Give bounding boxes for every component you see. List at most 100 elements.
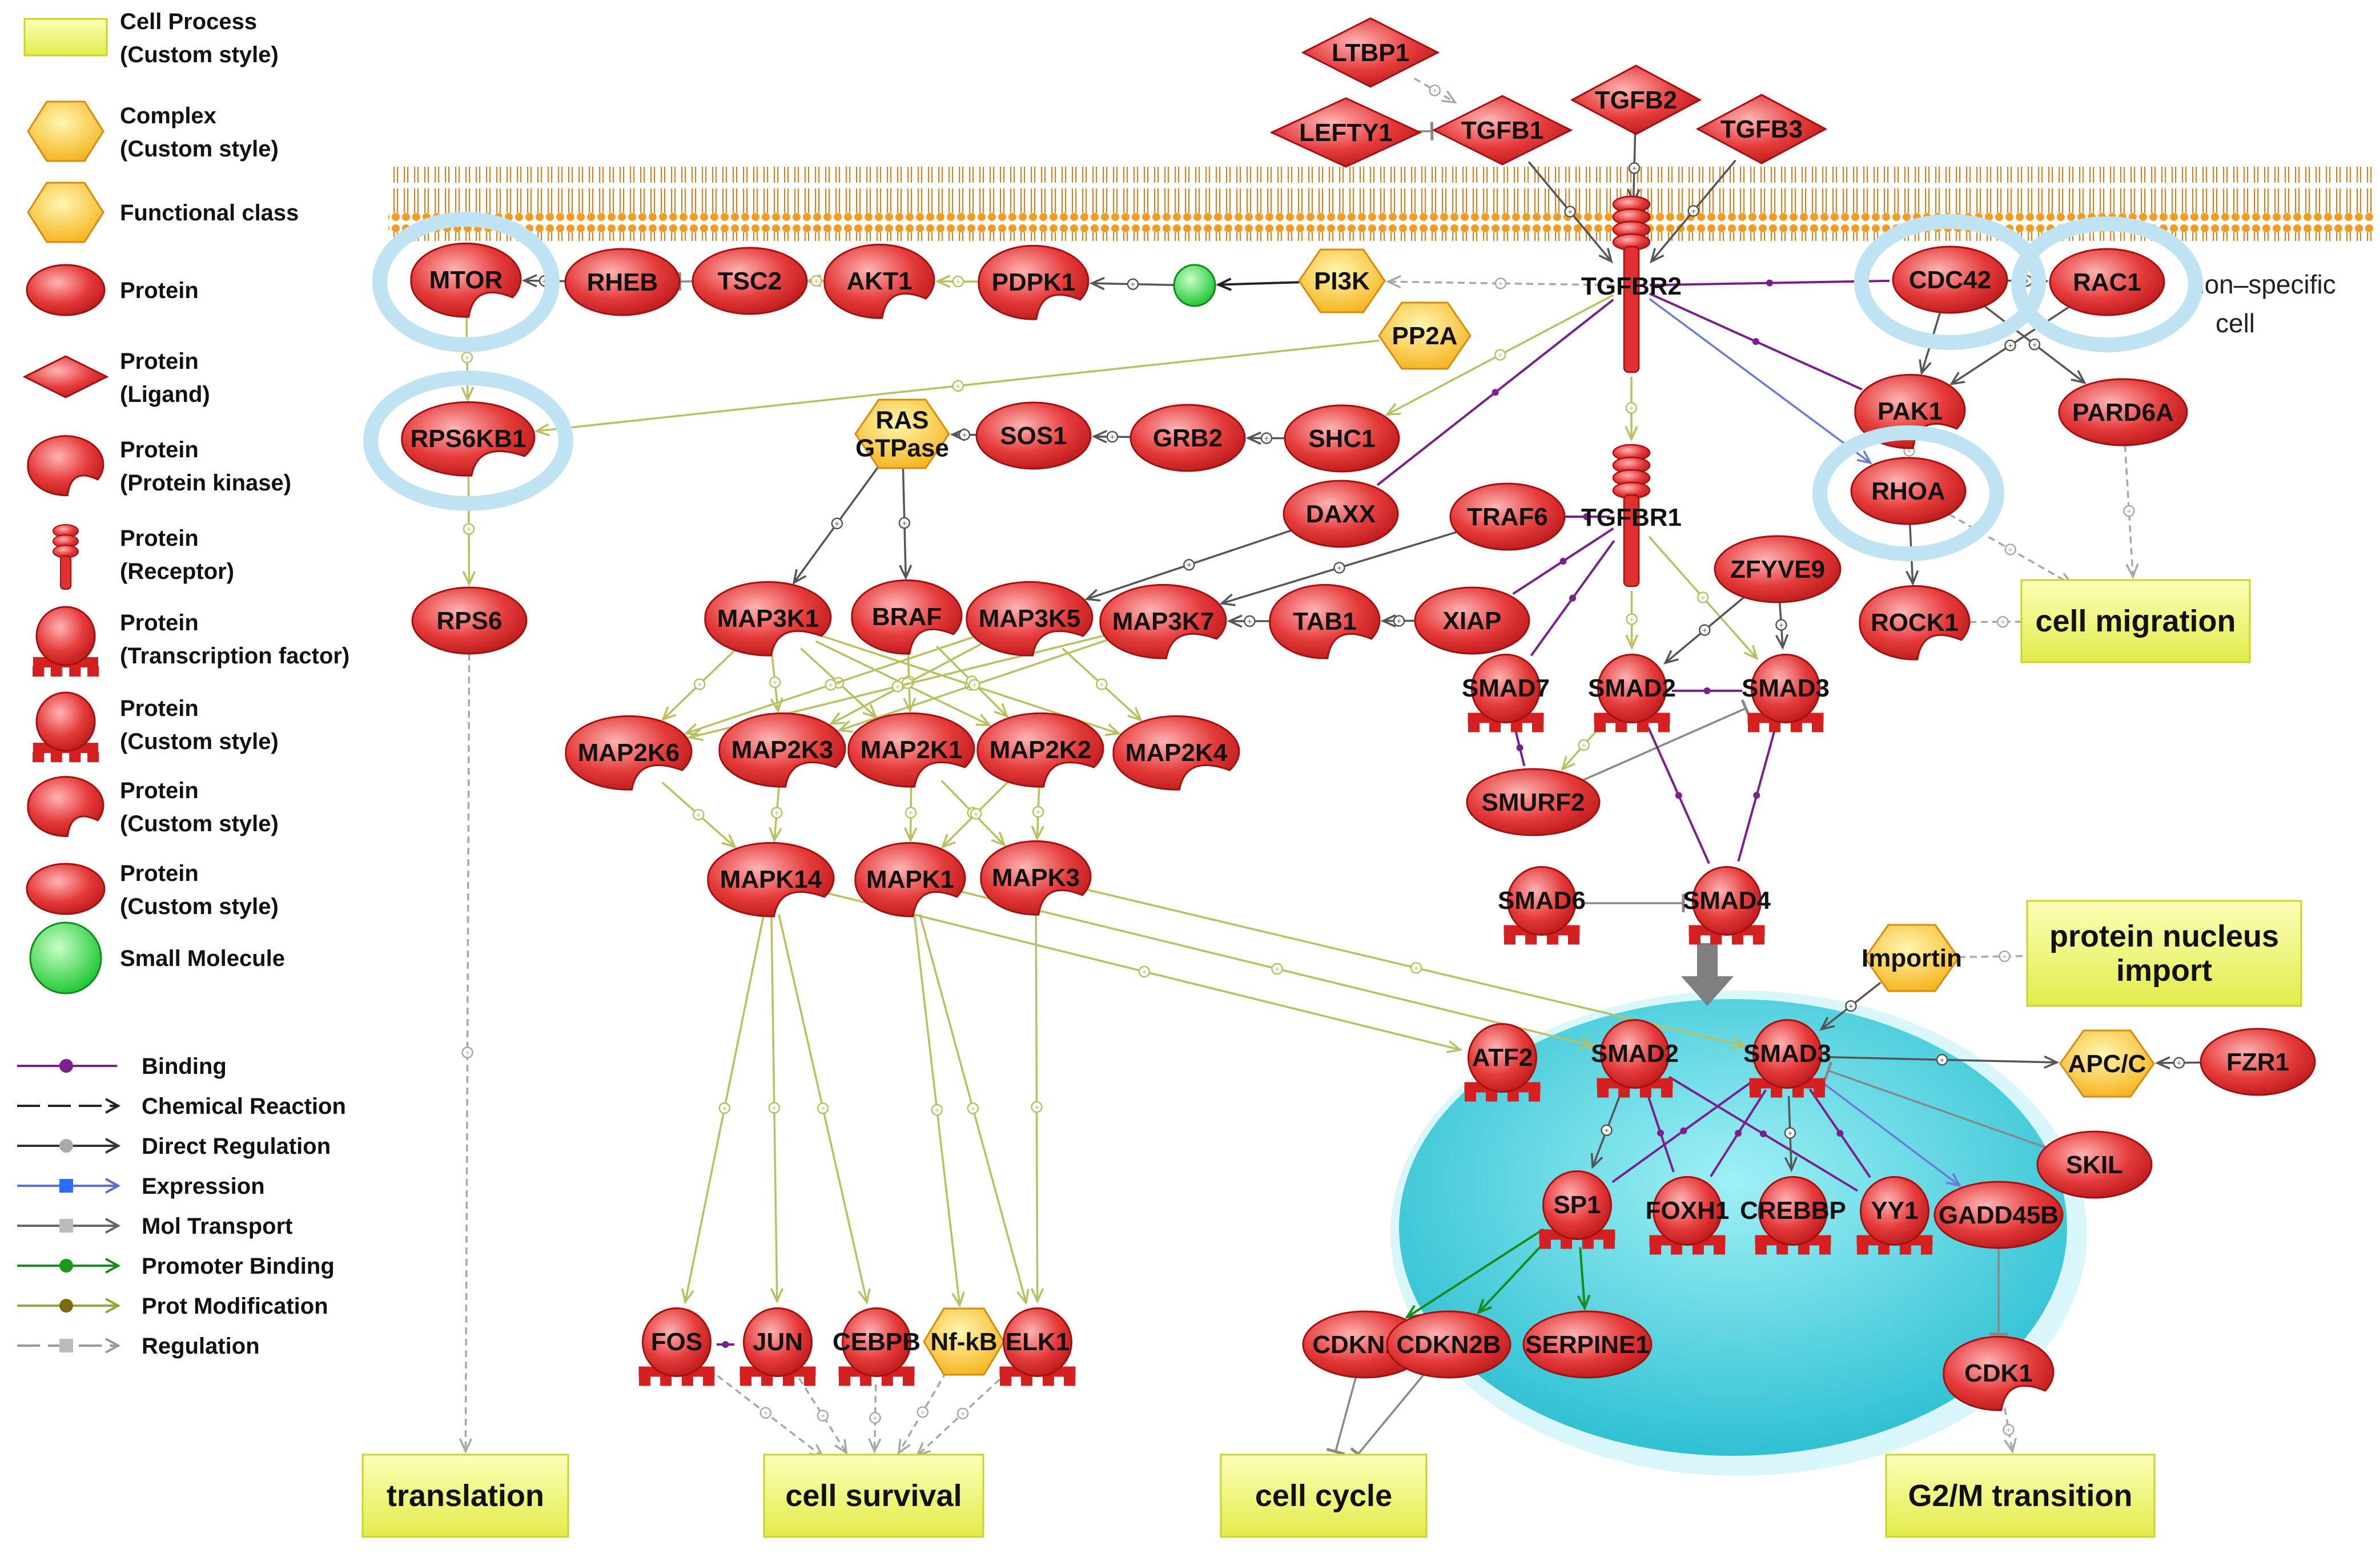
svg-text:+: + (1110, 432, 1115, 441)
node-daxx: DAXX (1283, 480, 1399, 548)
svg-text:+: + (1187, 560, 1191, 569)
edge-tgfbr2-pak1 (1649, 292, 1863, 390)
node-label: RHOA (1871, 477, 1945, 505)
node-akt1: AKT1 (823, 243, 935, 319)
svg-text:+: + (465, 353, 469, 362)
edge-rac1-pak1: + (1949, 305, 2070, 385)
node-label: FOXH1 (1646, 1197, 1730, 1225)
svg-text:+: + (1131, 280, 1135, 289)
node-label: TGFBR1 (1581, 504, 1682, 532)
node-label: TRAF6 (1467, 503, 1548, 531)
legend-sublabel: (Transcription factor) (120, 643, 349, 669)
edge-sp1-cdkn2b (1477, 1235, 1551, 1315)
svg-text:+: + (1604, 1126, 1609, 1135)
node-label: CDKN2B (1396, 1331, 1501, 1359)
node-mapk14: MAPK14 (707, 842, 835, 917)
edge-jun-cell-survival: + (798, 1378, 848, 1455)
edge-traf6-tgfbr1 (1563, 513, 1610, 520)
svg-text:+: + (722, 1104, 727, 1113)
node-label: MAPK1 (866, 865, 954, 893)
node-smurf2: SMURF2 (1466, 768, 1601, 836)
svg-text:+: + (696, 810, 701, 819)
node-label: MAP2K3 (731, 736, 834, 764)
node-cell-migration: cell migration (2020, 579, 2251, 663)
node-label: SMAD2 (1588, 674, 1676, 702)
legend-item-protein-custom-style: Protein(Custom style) (26, 861, 279, 919)
node-smad6: SMAD6 (1498, 866, 1586, 945)
legend-item-protein: Protein (26, 264, 199, 316)
node-sos1: SOS1 (975, 401, 1092, 470)
node-cell-survival: cell survival (763, 1454, 984, 1538)
edge-sos1-rasg: + (950, 428, 977, 442)
edge-nfkb-cell-survival: + (898, 1371, 947, 1455)
edge-fos-jun (717, 1341, 734, 1348)
edge-mapk14-cebpb: + (778, 914, 871, 1305)
node-xiap: XIAP (1414, 586, 1530, 655)
svg-text:+: + (1337, 563, 1341, 572)
svg-text:+: + (2000, 617, 2005, 626)
node-label: CDC42 (1909, 266, 1991, 294)
node-label: G2/M transition (1908, 1479, 2132, 1513)
legend-edge-promoter-binding: Promoter Binding (17, 1254, 335, 1279)
svg-text:+: + (971, 1104, 975, 1113)
svg-text:+: + (774, 808, 779, 818)
legend-label: Cell Process (120, 9, 257, 34)
node-label: SMAD3 (1742, 674, 1830, 702)
node-label: SKIL (2066, 1151, 2123, 1179)
node-map3k7: MAP3K7 (1099, 583, 1227, 659)
node-tgfbr2: TGFBR2 (1581, 195, 1682, 373)
edge-tgfb3-tgfbr2: + (1650, 159, 1736, 264)
node-traf6: TRAF6 (1449, 482, 1566, 551)
node-label: TGFB2 (1595, 86, 1677, 114)
edge-elk1-cell-survival: + (915, 1371, 1009, 1458)
legend-sublabel: (Custom style) (120, 811, 279, 836)
node-label: BRAF (872, 603, 942, 631)
edge-tab1-map3k7: + (1227, 614, 1270, 628)
node-smad7: SMAD7 (1462, 654, 1550, 732)
svg-text:+: + (1397, 616, 1401, 625)
edge-rasg-braf: + (898, 468, 912, 581)
svg-text:+: + (1940, 1055, 1944, 1064)
edge-map2k3-mapk14: + (769, 784, 783, 843)
node-lefty1: LEFTY1 (1269, 97, 1422, 168)
node-crebbp: CREBBP (1740, 1176, 1846, 1255)
edge-skil-smad3n (1823, 1061, 2047, 1149)
svg-text:+: + (1498, 279, 1503, 288)
edge-daxx-map3k5: + (1084, 529, 1292, 602)
edge-smad3c-smad4 (1737, 728, 1776, 862)
node-smad4: SMAD4 (1683, 866, 1771, 945)
node-map2k6: MAP2K6 (565, 715, 693, 791)
edge-tsc2-rheb (678, 272, 693, 291)
node-label: translation (387, 1479, 544, 1513)
edge-map2k1-mapk1: + (904, 784, 918, 843)
node-label: SERPINE1 (1525, 1331, 1650, 1359)
edge-cdkn2b-cell-cycle (1350, 1374, 1425, 1462)
legend-item-cell-process-custom-style: Cell Process(Custom style) (23, 9, 279, 67)
node-small (1173, 264, 1216, 307)
legend-sublabel: (Custom style) (120, 136, 279, 162)
svg-text:+: + (1264, 434, 1269, 443)
svg-text:+: + (956, 381, 960, 390)
legend-edge-label: Chemical Reaction (142, 1094, 346, 1119)
edge-ltbp1-tgfb1: + (1414, 77, 1457, 104)
node-tsc2: TSC2 (692, 247, 808, 315)
node-label: APC/C (2068, 1050, 2146, 1078)
node-tgfb3: TGFB3 (1695, 94, 1828, 164)
node-label: CREBBP (1740, 1197, 1846, 1225)
edge-cdkn1a-cell-cycle (1326, 1376, 1357, 1456)
edge-smad3n-gadd45b (1818, 1079, 1962, 1187)
edge-cdk1-g2m: + (2003, 1408, 2017, 1454)
node-yy1: YY1 (1856, 1176, 1933, 1255)
edge-smad3n-yy1 (1808, 1088, 1871, 1178)
node-mapk3: MAPK3 (980, 840, 1092, 916)
svg-text:+: + (829, 681, 833, 690)
node-label: SMAD7 (1462, 674, 1550, 702)
svg-text:+: + (2126, 506, 2131, 516)
node-label: Importin (1862, 944, 1962, 972)
edge-rps6kb1-rps6: + (462, 473, 476, 587)
svg-text:+: + (2002, 952, 2007, 961)
legend-edge-binding: Binding (17, 1054, 227, 1079)
node-mtor: MTOR (372, 212, 560, 352)
